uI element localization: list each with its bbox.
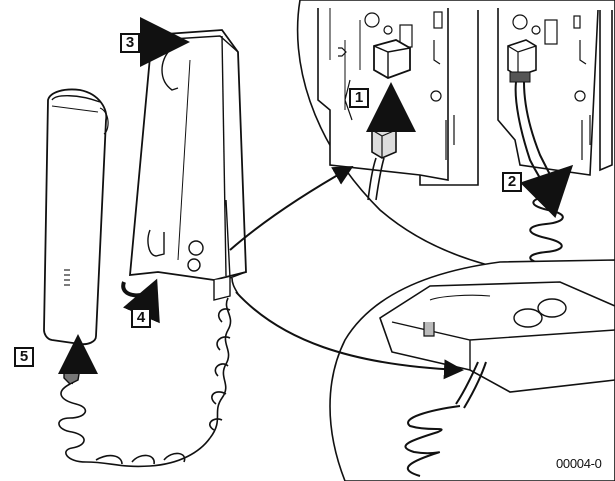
reference-code: 00004-0 (556, 456, 602, 471)
detail-circle-bottom (329, 259, 615, 481)
step-label-5: 5 (14, 347, 34, 367)
step-label-3: 3 (120, 33, 140, 53)
step-label-2: 2 (502, 172, 522, 192)
handset (43, 88, 109, 346)
arrows (58, 17, 574, 380)
detail-circle-top (296, 0, 615, 283)
coiled-handset-cord (58, 297, 232, 468)
step-label-4: 4 (131, 308, 151, 328)
step-label-1: 1 (349, 88, 369, 108)
handset-plug (63, 361, 81, 385)
intercom-base-unit (129, 29, 247, 301)
